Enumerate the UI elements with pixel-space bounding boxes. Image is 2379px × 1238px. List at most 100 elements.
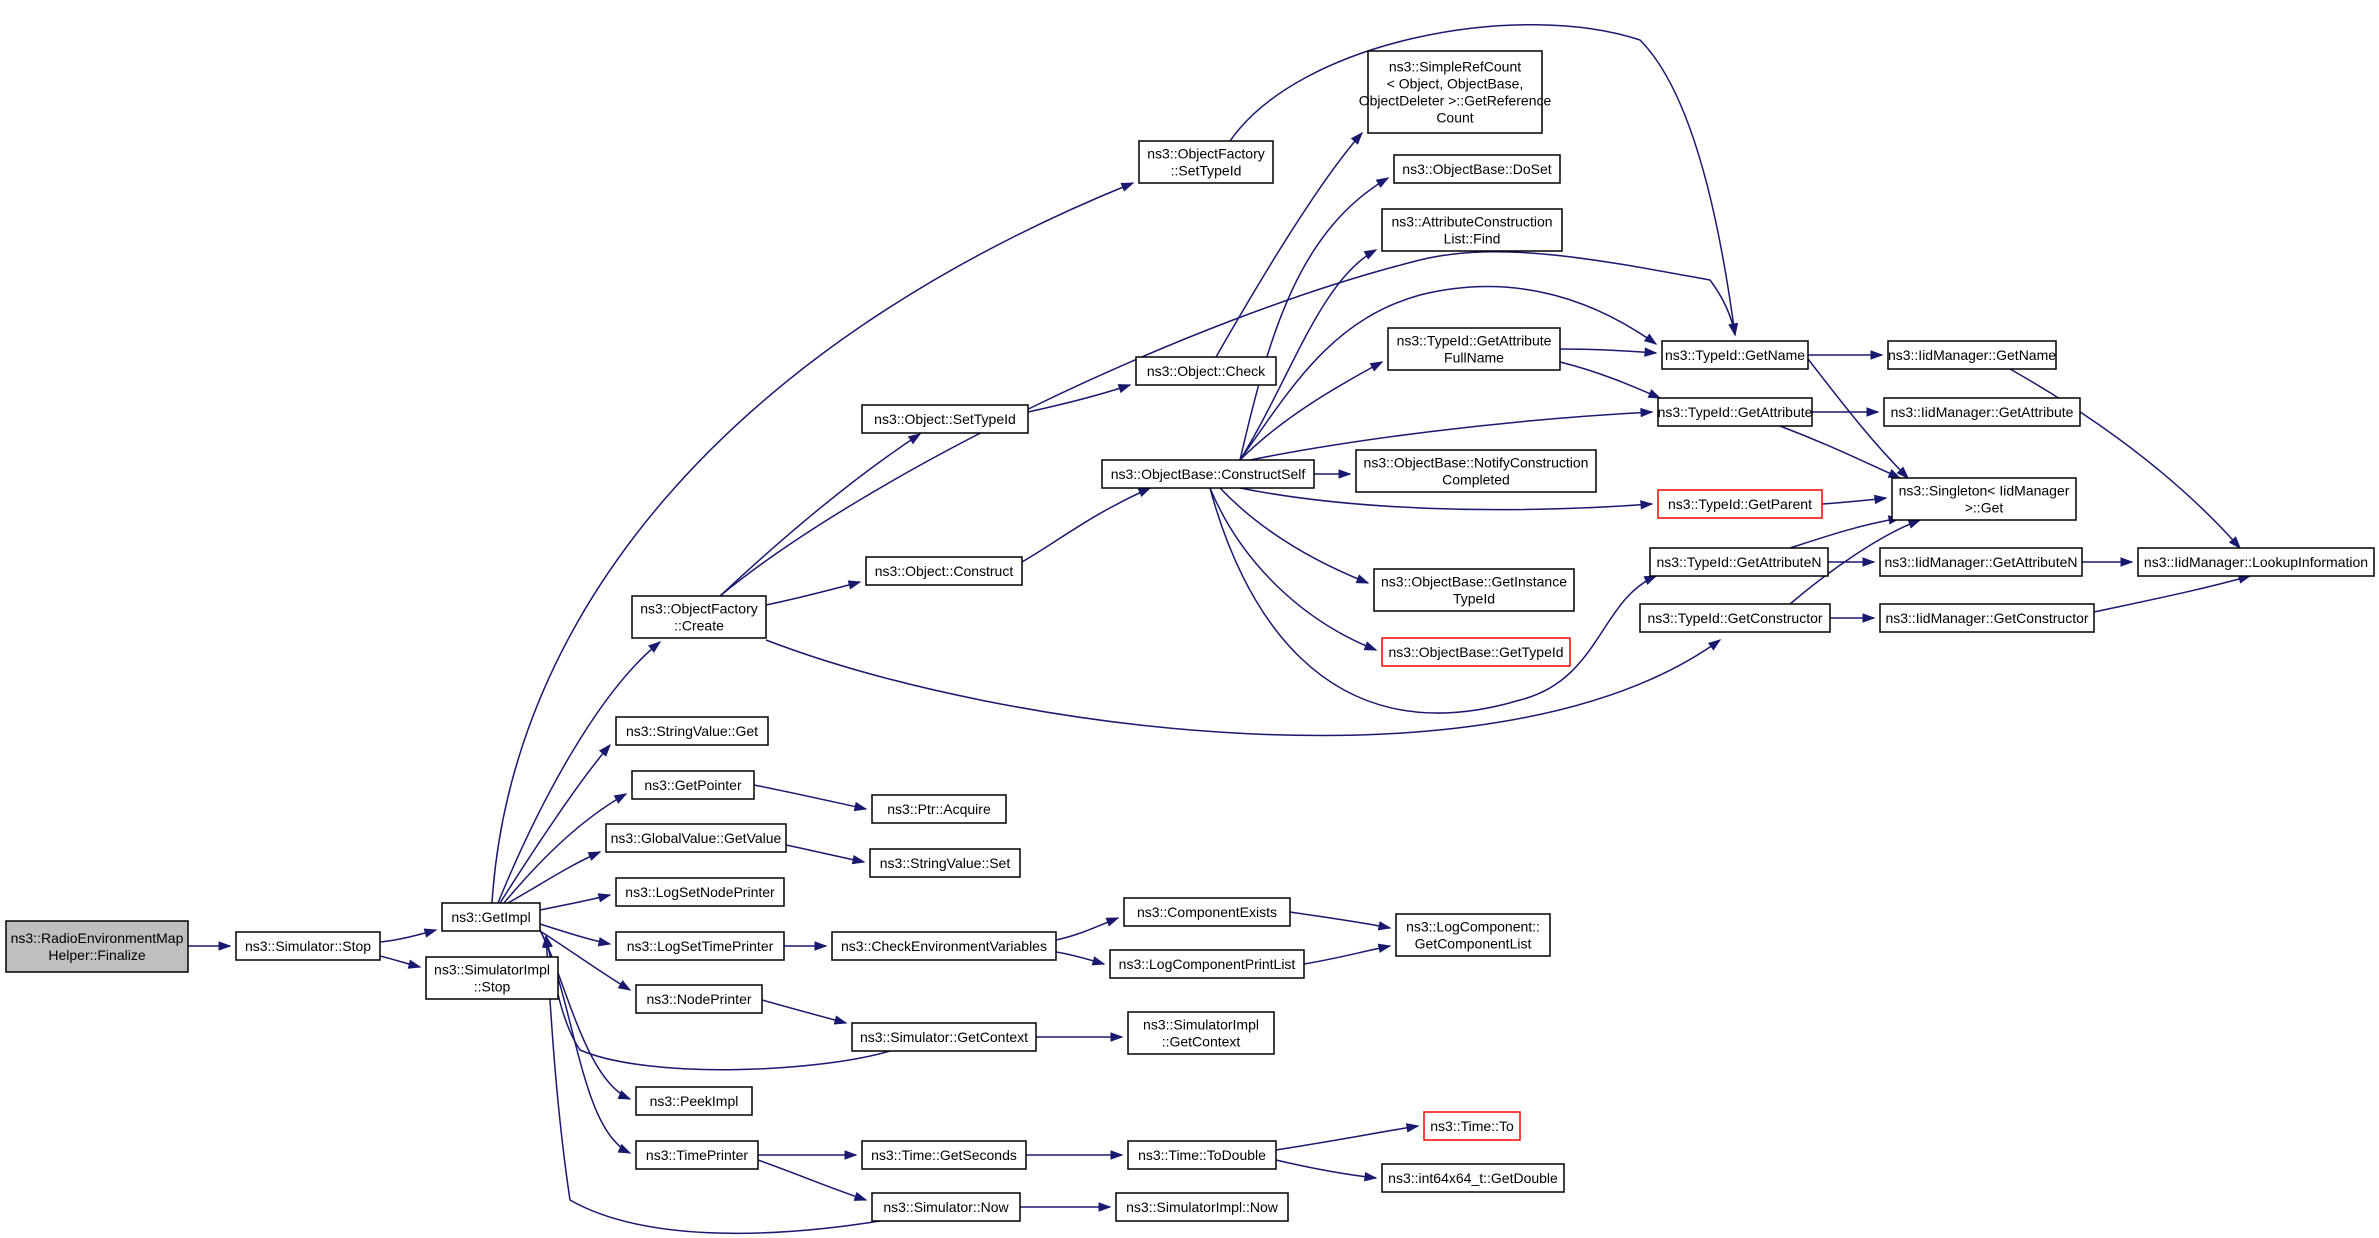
node-iidmanager-getname[interactable]: ns3::IidManager::GetName	[1887, 340, 2057, 370]
node-iidmanager-getattributen[interactable]: ns3::IidManager::GetAttributeN	[1879, 547, 2083, 577]
node-typeid-getattribute[interactable]: ns3::TypeId::GetAttribute	[1657, 397, 1813, 427]
node-simulator-now[interactable]: ns3::Simulator::Now	[871, 1192, 1021, 1222]
node-globalvalue-getvalue[interactable]: ns3::GlobalValue::GetValue	[605, 823, 787, 853]
node-objectbase-notifyconstructioncompleted[interactable]: ns3::ObjectBase::NotifyConstructionCompl…	[1355, 449, 1597, 493]
node-box[interactable]	[1657, 397, 1813, 427]
node-time-getseconds[interactable]: ns3::Time::GetSeconds	[861, 1140, 1027, 1170]
node-object-settypeid[interactable]: ns3::Object::SetTypeId	[861, 404, 1029, 434]
node-objectbase-constructself[interactable]: ns3::ObjectBase::ConstructSelf	[1101, 459, 1315, 489]
node-singleton-iidmanager-get[interactable]: ns3::Singleton< IidManager>::Get	[1891, 477, 2077, 521]
node-time-to[interactable]: ns3::Time::To	[1423, 1111, 1521, 1141]
node-box[interactable]	[871, 1192, 1021, 1222]
node-objectbase-doset[interactable]: ns3::ObjectBase::DoSet	[1393, 154, 1561, 184]
node-box[interactable]	[635, 984, 763, 1014]
node-box[interactable]	[1123, 897, 1291, 927]
node-box[interactable]	[861, 1140, 1027, 1170]
node-simulatorimpl-getcontext[interactable]: ns3::SimulatorImpl::GetContext	[1127, 1011, 1275, 1055]
node-box[interactable]	[5, 920, 189, 973]
node-object-construct[interactable]: ns3::Object::Construct	[865, 556, 1023, 586]
node-box[interactable]	[1423, 1111, 1521, 1141]
node-box[interactable]	[635, 1140, 759, 1170]
node-box[interactable]	[1381, 208, 1563, 252]
node-iidmanager-getattribute[interactable]: ns3::IidManager::GetAttribute	[1883, 397, 2081, 427]
node-box[interactable]	[1649, 547, 1829, 577]
node-time-todouble[interactable]: ns3::Time::ToDouble	[1127, 1140, 1277, 1170]
node-stringvalue-set[interactable]: ns3::StringValue::Set	[869, 848, 1021, 878]
node-box[interactable]	[1887, 340, 2057, 370]
node-box[interactable]	[1891, 477, 2077, 521]
node-ptr-acquire[interactable]: ns3::Ptr::Acquire	[871, 794, 1007, 824]
node-box[interactable]	[1661, 340, 1809, 370]
node-box[interactable]	[615, 931, 785, 961]
node-simplerefcount-getreferencecount[interactable]: ns3::SimpleRefCount< Object, ObjectBase,…	[1359, 50, 1552, 134]
node-box[interactable]	[1373, 568, 1575, 612]
node-simulator-getcontext[interactable]: ns3::Simulator::GetContext	[851, 1022, 1037, 1052]
node-simulator-stop[interactable]: ns3::Simulator::Stop	[235, 931, 381, 961]
node-box[interactable]	[865, 556, 1023, 586]
node-objectfactory-create[interactable]: ns3::ObjectFactory::Create	[631, 595, 767, 639]
node-box[interactable]	[1639, 603, 1831, 633]
node-getimpl[interactable]: ns3::GetImpl	[441, 902, 541, 932]
node-box[interactable]	[1135, 356, 1277, 386]
node-box[interactable]	[425, 956, 559, 1000]
node-getpointer[interactable]: ns3::GetPointer	[631, 770, 755, 800]
node-componentexists[interactable]: ns3::ComponentExists	[1123, 897, 1291, 927]
node-timeprinter[interactable]: ns3::TimePrinter	[635, 1140, 759, 1170]
node-box[interactable]	[1115, 1192, 1289, 1222]
node-box[interactable]	[2137, 547, 2375, 577]
node-box[interactable]	[1355, 449, 1597, 493]
node-box[interactable]	[1387, 327, 1561, 371]
node-box[interactable]	[1109, 949, 1305, 979]
node-box[interactable]	[831, 931, 1057, 961]
node-box[interactable]	[1381, 637, 1571, 667]
node-stringvalue-get[interactable]: ns3::StringValue::Get	[615, 716, 769, 746]
node-box[interactable]	[605, 823, 787, 853]
node-object-check[interactable]: ns3::Object::Check	[1135, 356, 1277, 386]
node-typeid-getname[interactable]: ns3::TypeId::GetName	[1661, 340, 1809, 370]
node-box[interactable]	[235, 931, 381, 961]
node-box[interactable]	[1101, 459, 1315, 489]
node-iidmanager-lookupinformation[interactable]: ns3::IidManager::LookupInformation	[2137, 547, 2375, 577]
node-box[interactable]	[1127, 1011, 1275, 1055]
node-box[interactable]	[635, 1086, 753, 1116]
node-box[interactable]	[1367, 50, 1543, 134]
node-typeid-getconstructor[interactable]: ns3::TypeId::GetConstructor	[1639, 603, 1831, 633]
node-box[interactable]	[615, 716, 769, 746]
node-simulatorimpl-now[interactable]: ns3::SimulatorImpl::Now	[1115, 1192, 1289, 1222]
node-logcomponentprintlist[interactable]: ns3::LogComponentPrintList	[1109, 949, 1305, 979]
node-box[interactable]	[869, 848, 1021, 878]
node-checkenvironmentvariables[interactable]: ns3::CheckEnvironmentVariables	[831, 931, 1057, 961]
node-logsettimeprinter[interactable]: ns3::LogSetTimePrinter	[615, 931, 785, 961]
node-box[interactable]	[1879, 547, 2083, 577]
node-box[interactable]	[631, 770, 755, 800]
node-box[interactable]	[631, 595, 767, 639]
node-box[interactable]	[1657, 489, 1823, 519]
node-box[interactable]	[441, 902, 541, 932]
node-objectbase-gettypeid[interactable]: ns3::ObjectBase::GetTypeId	[1381, 637, 1571, 667]
node-nodeprinter[interactable]: ns3::NodePrinter	[635, 984, 763, 1014]
node-typeid-getattributen[interactable]: ns3::TypeId::GetAttributeN	[1649, 547, 1829, 577]
node-box[interactable]	[1138, 140, 1274, 184]
node-box[interactable]	[861, 404, 1029, 434]
node-box[interactable]	[1393, 154, 1561, 184]
node-box[interactable]	[871, 794, 1007, 824]
node-box[interactable]	[1879, 603, 2095, 633]
node-box[interactable]	[1883, 397, 2081, 427]
node-logsetnodeprinter[interactable]: ns3::LogSetNodePrinter	[615, 877, 785, 907]
node-objectfactory-settypeid[interactable]: ns3::ObjectFactory::SetTypeId	[1138, 140, 1274, 184]
node-logcomponent-getcomponentlist[interactable]: ns3::LogComponent::GetComponentList	[1395, 913, 1551, 957]
node-typeid-getparent[interactable]: ns3::TypeId::GetParent	[1657, 489, 1823, 519]
node-iidmanager-getconstructor[interactable]: ns3::IidManager::GetConstructor	[1879, 603, 2095, 633]
node-box[interactable]	[1395, 913, 1551, 957]
node-box[interactable]	[615, 877, 785, 907]
node-box[interactable]	[1127, 1140, 1277, 1170]
node-simulatorimpl-stop[interactable]: ns3::SimulatorImpl::Stop	[425, 956, 559, 1000]
node-int64x64-getdouble[interactable]: ns3::int64x64_t::GetDouble	[1381, 1163, 1565, 1193]
node-box[interactable]	[1381, 1163, 1565, 1193]
node-box[interactable]	[851, 1022, 1037, 1052]
node-peekimpl[interactable]: ns3::PeekImpl	[635, 1086, 753, 1116]
